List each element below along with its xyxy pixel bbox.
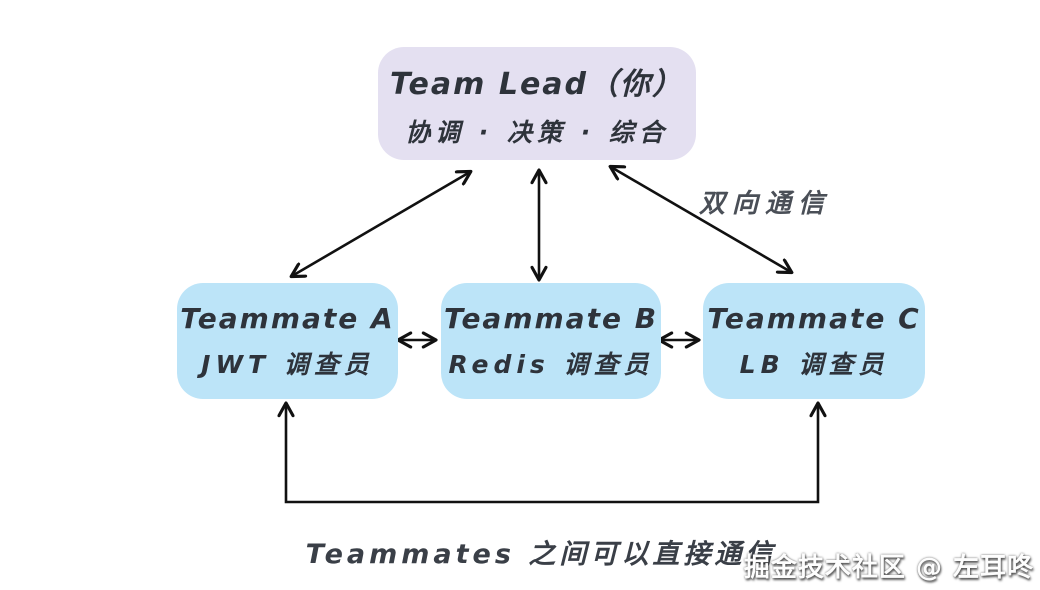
team-lead-node: Team Lead（你） 协调 · 决策 · 综合 (378, 47, 696, 160)
teammate-c-node: Teammate C LB 调查员 (703, 283, 925, 399)
team-lead-title: Team Lead（你） (389, 66, 685, 102)
watermark: 掘金技术社区 @ 左耳咚 (743, 553, 1034, 583)
teammate-c-title: Teammate C (707, 301, 921, 335)
team-lead-subtitle: 协调 · 决策 · 综合 (405, 117, 669, 147)
teammate-a-node: Teammate A JWT 调查员 (177, 283, 398, 399)
direct-communication-label: Teammates 之间可以直接通信 (305, 539, 777, 570)
teammate-a-title: Teammate A (180, 301, 395, 335)
teammate-b-subtitle: Redis 调查员 (448, 349, 654, 379)
teammate-a-subtitle: JWT 调查员 (201, 349, 374, 379)
arrow-lead-teammate-a (292, 172, 470, 276)
arrow-teammate-a-c-bottom (286, 404, 818, 504)
teammate-c-subtitle: LB 调查员 (739, 349, 889, 379)
bidirectional-communication-label: 双向通信 (699, 189, 832, 219)
teammate-b-title: Teammate B (443, 301, 659, 335)
teammate-b-node: Teammate B Redis 调查员 (441, 283, 661, 399)
